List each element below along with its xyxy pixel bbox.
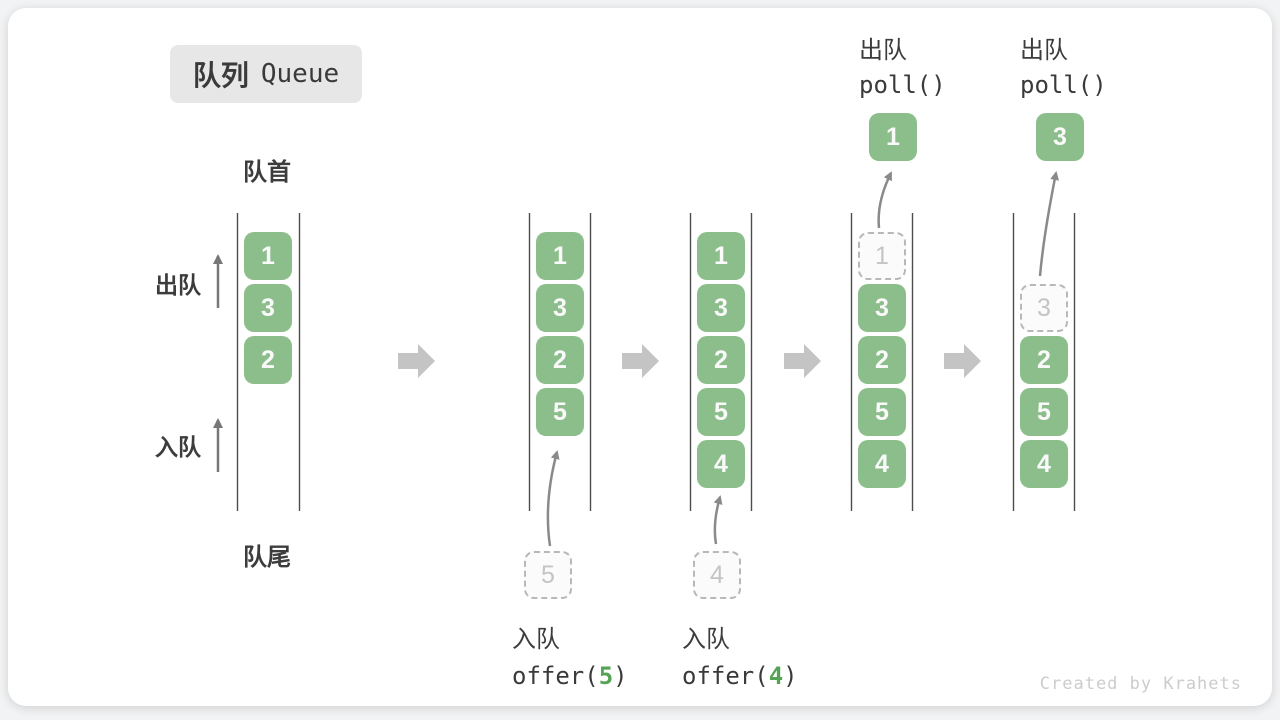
queue-cell: 2 bbox=[244, 336, 292, 384]
queue-cell: 3 bbox=[858, 284, 906, 332]
watermark-credit: Created by Krahets bbox=[1039, 674, 1242, 694]
queue-cell: 1 bbox=[244, 232, 292, 280]
removed-cell: 3 bbox=[1020, 284, 1068, 332]
queue-cell: 5 bbox=[1020, 388, 1068, 436]
annotation-poll-1: 出队 poll() bbox=[859, 30, 946, 99]
label-queue-front: 队首 bbox=[243, 159, 291, 186]
annotation-poll-2: 出队 poll() bbox=[1020, 30, 1107, 99]
annotation-enqueue4-label: 入队 bbox=[682, 626, 730, 653]
label-dequeue-side: 出队 bbox=[155, 272, 201, 298]
annotation-poll1-code: poll() bbox=[859, 71, 946, 99]
queue-cell: 2 bbox=[697, 336, 745, 384]
annotation-enqueue-offer4: 入队 offer(4) bbox=[682, 619, 798, 690]
queue-cell: 4 bbox=[697, 440, 745, 488]
pending-cell: 5 bbox=[524, 551, 572, 599]
annotation-enqueue-offer5: 入队 offer(5) bbox=[512, 619, 628, 690]
popped-cell: 3 bbox=[1036, 113, 1084, 161]
queue-cell: 3 bbox=[536, 284, 584, 332]
title-badge: 队列 Queue bbox=[170, 45, 362, 103]
popped-cell: 1 bbox=[869, 113, 917, 161]
queue-cell: 5 bbox=[536, 388, 584, 436]
label-queue-rear: 队尾 bbox=[243, 544, 291, 571]
removed-cell: 1 bbox=[858, 232, 906, 280]
queue-cell: 2 bbox=[536, 336, 584, 384]
queue-cell: 5 bbox=[697, 388, 745, 436]
diagram-card bbox=[8, 8, 1272, 706]
annotation-enqueue5-label: 入队 bbox=[512, 626, 560, 653]
annotation-poll1-label: 出队 bbox=[859, 37, 907, 64]
label-enqueue-side: 入队 bbox=[155, 434, 201, 460]
offer-arg: 5 bbox=[598, 662, 614, 690]
queue-cell: 1 bbox=[536, 232, 584, 280]
title-en: Queue bbox=[260, 59, 340, 89]
queue-cell: 3 bbox=[697, 284, 745, 332]
annotation-poll2-code: poll() bbox=[1020, 71, 1107, 99]
title-zh: 队列 bbox=[192, 60, 249, 91]
offer-arg: 4 bbox=[768, 662, 784, 690]
queue-cell: 3 bbox=[244, 284, 292, 332]
annotation-enqueue5-code: offer(5) bbox=[512, 662, 628, 690]
queue-cell: 4 bbox=[1020, 440, 1068, 488]
queue-cell: 1 bbox=[697, 232, 745, 280]
queue-cell: 2 bbox=[1020, 336, 1068, 384]
queue-cell: 4 bbox=[858, 440, 906, 488]
queue-cell: 2 bbox=[858, 336, 906, 384]
pending-cell: 4 bbox=[693, 551, 741, 599]
annotation-poll2-label: 出队 bbox=[1020, 37, 1068, 64]
queue-cell: 5 bbox=[858, 388, 906, 436]
annotation-enqueue4-code: offer(4) bbox=[682, 662, 798, 690]
